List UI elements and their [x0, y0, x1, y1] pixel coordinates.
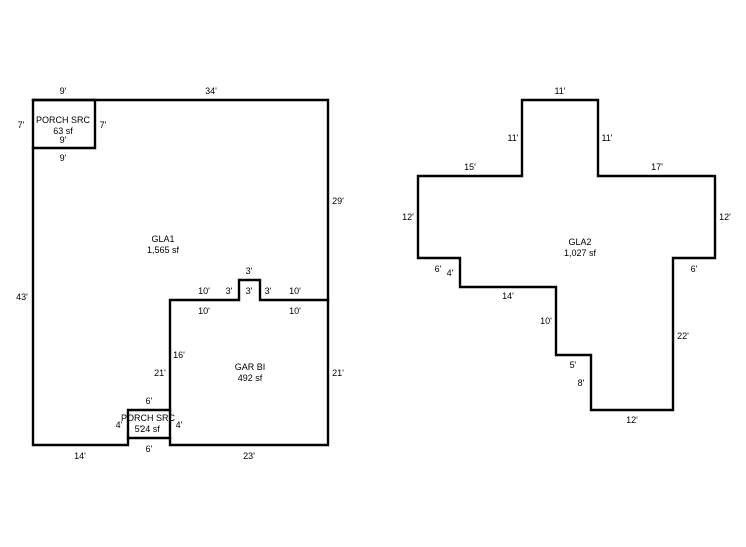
dim-bottom-right: 23' — [243, 451, 255, 461]
dim-bump-left: 3' — [226, 286, 233, 296]
dim-garage-left-outer: 21' — [154, 368, 166, 378]
dim-main-right-upper: 29' — [332, 196, 344, 206]
dim-r-arm-right-side: 12' — [719, 212, 731, 222]
dim-bump-center: 3' — [246, 286, 253, 296]
dim-porch-bottom-bottom: 6' — [146, 444, 153, 454]
dim-r-stem-left: 11' — [507, 133, 518, 143]
dim-porch-top-right: 7' — [100, 120, 107, 130]
dim-porch-top-bottom: 9' — [60, 153, 67, 163]
dim-r-inner-step-v: 8' — [578, 378, 585, 388]
dim-garage-top-left-inner: 10' — [198, 306, 210, 316]
left-floor-plan — [31, 98, 330, 447]
dim-r-stem-right: 11' — [601, 133, 612, 143]
dim-r-left-step-h: 6' — [435, 264, 442, 274]
dim-garage-left-inner: 16' — [173, 350, 185, 360]
dim-porch-top-left: 7' — [18, 120, 25, 130]
dim-porch-top-width: 9' — [60, 86, 67, 96]
gla2-name: GLA2 — [568, 237, 591, 247]
dim-bottom-left: 14' — [74, 451, 86, 461]
porch-bottom-name: PORCH SRC — [121, 413, 176, 423]
gla1-outline — [31, 98, 330, 447]
gla1-name: GLA1 — [151, 234, 174, 244]
dim-porch-bottom-inner: 5' — [135, 424, 142, 434]
dim-r-middle-h: 14' — [502, 291, 514, 301]
porch-top-name: PORCH SRC — [36, 115, 91, 125]
dim-r-arm-right-top: 17' — [651, 162, 663, 172]
garage-area: 492 sf — [238, 373, 263, 383]
dim-garage-top-right-outer: 10' — [289, 286, 301, 296]
dim-garage-top-right-inner: 10' — [289, 306, 301, 316]
dim-porch-bottom-right: 4' — [176, 420, 183, 430]
dim-r-right-lower: 22' — [677, 331, 689, 341]
gla1-area: 1,565 sf — [147, 245, 180, 255]
dim-main-top-width: 34' — [205, 86, 217, 96]
dim-bump-top: 3' — [246, 266, 253, 276]
porch-top-area: 63 sf — [53, 126, 73, 136]
porch-bottom-outline — [126, 408, 172, 440]
garage-name: GAR BI — [235, 362, 266, 372]
dim-r-top: 11' — [554, 86, 565, 96]
dim-porch-top-inner: 9' — [60, 135, 67, 145]
dim-r-inner-step-h: 5' — [570, 360, 577, 370]
dim-garage-top-left-outer: 10' — [198, 286, 210, 296]
dim-r-left-step-v: 4' — [447, 268, 454, 278]
porch-bottom-area: 24 sf — [140, 424, 160, 434]
dim-bump-right: 3' — [265, 286, 272, 296]
dim-r-right-step-h: 6' — [691, 264, 698, 274]
dim-porch-bottom-left: 4' — [116, 420, 123, 430]
dim-r-middle-v: 10' — [540, 316, 552, 326]
gla2-outline — [416, 98, 717, 412]
dim-r-arm-left-top: 15' — [464, 162, 476, 172]
dim-garage-right: 21' — [332, 368, 344, 378]
dim-r-arm-left-side: 12' — [402, 212, 414, 222]
garage-outline — [168, 278, 330, 440]
dim-porch-bottom-top: 6' — [146, 396, 153, 406]
dim-r-bottom: 12' — [626, 415, 638, 425]
dim-main-left: 43' — [16, 292, 28, 302]
right-floor-plan — [416, 98, 717, 412]
gla2-area: 1,027 sf — [564, 248, 597, 258]
porch-top-outline — [31, 98, 97, 150]
